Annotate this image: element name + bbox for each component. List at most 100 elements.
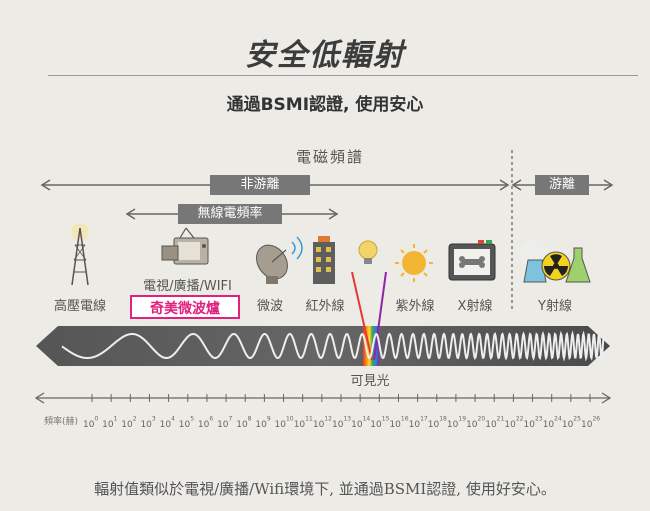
visible-violet-ray <box>373 271 387 361</box>
tick-base: 10 <box>408 420 421 430</box>
tick-base: 10 <box>561 420 574 430</box>
axis-tick-label: 1016 <box>389 412 408 431</box>
axis-tick-label: 1026 <box>581 412 600 431</box>
tick-exponent: 10 <box>285 415 294 423</box>
page-caption: 輻射值類似於電視/廣播/Wifi環境下, 並通過BSMI認證, 使用好安心。 <box>94 480 556 498</box>
tick-base: 10 <box>581 420 593 430</box>
title-divider <box>48 75 638 76</box>
tick-base: 10 <box>274 420 286 430</box>
tick-exponent: 4 <box>171 415 175 423</box>
tick-base: 10 <box>351 420 363 430</box>
visible-red-ray <box>351 271 373 361</box>
axis-tick-label: 108 <box>236 412 251 431</box>
axis-tick-label: 1021 <box>485 412 504 431</box>
axis-tick-label: 1024 <box>543 412 562 431</box>
tick-base: 10 <box>446 420 459 430</box>
tick-base: 10 <box>312 420 325 430</box>
axis-tick-label: 1022 <box>504 412 523 431</box>
axis-tick-label: 1011 <box>294 412 313 431</box>
axis-tick-label: 1010 <box>275 412 294 431</box>
band-label-ultraviolet: 紫外線 <box>395 299 435 314</box>
building-icon <box>313 236 335 284</box>
page-subtitle: 通過BSMI認證, 使用安心 <box>226 95 424 115</box>
tick-exponent: 17 <box>420 415 428 423</box>
xray-icon <box>448 240 496 281</box>
tick-exponent: 8 <box>247 415 252 423</box>
axis-tick-label: 101 <box>102 412 117 431</box>
axis-tick-label: 104 <box>160 412 175 431</box>
axis-tick-label: 1019 <box>447 412 466 431</box>
tick-exponent: 15 <box>381 415 390 423</box>
tick-base: 10 <box>140 420 152 430</box>
tick-base: 10 <box>293 420 306 430</box>
tick-exponent: 24 <box>554 415 562 423</box>
band-label-gamma: Y射線 <box>538 299 572 314</box>
tick-exponent: 18 <box>439 415 447 423</box>
tick-exponent: 23 <box>534 415 543 423</box>
tick-exponent: 0 <box>94 415 99 423</box>
tick-exponent: 13 <box>343 415 352 423</box>
tick-base: 10 <box>159 420 172 430</box>
tick-exponent: 20 <box>477 415 486 423</box>
tick-exponent: 5 <box>190 415 195 423</box>
tick-exponent: 1 <box>113 415 118 423</box>
band-label-power-lines: 高壓電線 <box>53 299 106 314</box>
ionizing-label: 游離 <box>535 175 589 195</box>
frequency-unit-label: 頻率(赫) <box>44 417 79 427</box>
tick-exponent: 6 <box>209 415 214 423</box>
tick-base: 10 <box>504 420 516 430</box>
band-label-infrared: 紅外線 <box>305 299 345 314</box>
wireless-label: 無線電頻率 <box>178 204 282 224</box>
axis-tick-label: 106 <box>198 412 213 431</box>
tick-exponent: 19 <box>458 415 467 423</box>
tick-base: 10 <box>197 420 210 430</box>
radiation-icon <box>520 240 591 283</box>
tick-exponent: 16 <box>400 415 409 423</box>
tick-exponent: 7 <box>228 415 233 423</box>
tick-exponent: 3 <box>151 415 156 423</box>
tick-base: 10 <box>332 420 344 430</box>
tick-base: 10 <box>485 420 497 430</box>
bulb-icon <box>358 240 378 264</box>
axis-tick-label: 1017 <box>409 412 428 431</box>
tick-base: 10 <box>466 420 478 430</box>
band-label-microwave: 微波 <box>256 299 283 314</box>
tick-exponent: 21 <box>496 415 505 423</box>
axis-tick-label: 1018 <box>428 412 447 431</box>
axis-tick-label: 102 <box>121 412 136 431</box>
sun-icon <box>395 244 433 282</box>
tick-base: 10 <box>370 420 382 430</box>
tick-exponent: 22 <box>515 415 524 423</box>
tick-exponent: 25 <box>573 415 581 423</box>
tick-base: 10 <box>102 420 114 430</box>
axis-tick-label: 1015 <box>370 412 389 431</box>
tick-base: 10 <box>542 420 555 430</box>
axis-tick-label: 1025 <box>562 412 581 431</box>
highlight-microwave-oven: 奇美微波爐 <box>130 295 240 319</box>
tick-base: 10 <box>255 420 267 430</box>
tick-base: 10 <box>236 420 248 430</box>
tick-base: 10 <box>83 420 95 430</box>
spectrum-title: 電磁頻譜 <box>295 148 364 166</box>
tick-base: 10 <box>389 420 401 430</box>
axis-tick-label: 1014 <box>351 412 370 431</box>
tick-exponent: 11 <box>305 415 313 423</box>
tick-base: 10 <box>427 420 440 430</box>
tick-exponent: 9 <box>266 415 271 423</box>
axis-tick-label: 1023 <box>524 412 543 431</box>
axis-tick-label: 105 <box>179 412 194 431</box>
tick-exponent: 14 <box>362 415 371 423</box>
tick-base: 10 <box>121 420 133 430</box>
axis-tick-label: 1013 <box>332 412 351 431</box>
tick-exponent: 26 <box>592 415 601 423</box>
band-label-xray: X射線 <box>457 299 493 314</box>
axis-tick-label: 107 <box>217 412 232 431</box>
non-ionizing-label: 非游離 <box>210 175 310 195</box>
satellite-dish-icon <box>256 236 303 284</box>
band-label-tv-radio-wifi: 電視/廣播/WIFI <box>143 279 232 294</box>
tick-base: 10 <box>178 420 191 430</box>
spectrum-wave <box>61 330 605 362</box>
